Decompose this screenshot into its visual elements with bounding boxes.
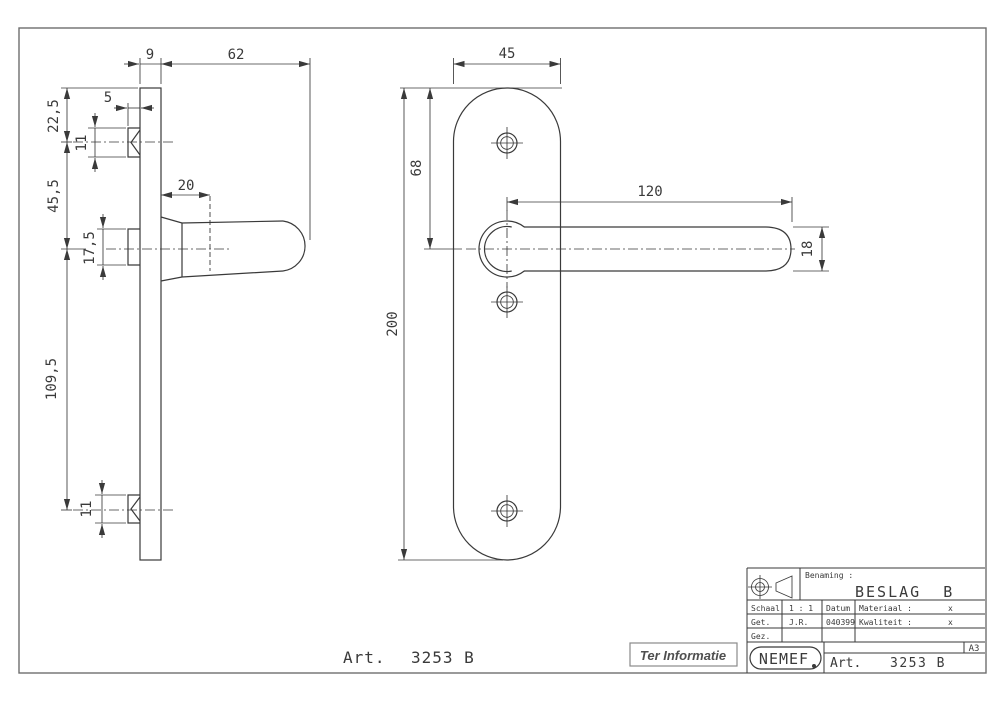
title-art-number: 3253 B (890, 656, 946, 671)
sheet-border (18, 27, 987, 674)
dim-lever-length: 120 (637, 184, 662, 200)
footer-art-label: Art. (343, 648, 386, 667)
get-label: Get. (751, 618, 770, 627)
datum-label: Datum (826, 604, 850, 613)
dim-plate-thickness: 9 (146, 47, 154, 63)
dim-plate-width: 45 (499, 46, 516, 62)
dim-top-lug-height: 11 (74, 135, 90, 152)
side-centerlines (73, 141, 232, 511)
footer-art-number: 3253 B (411, 648, 475, 667)
screw-hole-bottom (491, 495, 523, 527)
info-stamp-label: Ter Informatie (640, 648, 726, 663)
side-plate (139, 87, 162, 561)
front-view (452, 87, 795, 561)
front-centerlines (466, 210, 795, 288)
info-stamp-box (629, 642, 738, 667)
info-stamp: Ter Informatie (629, 642, 738, 667)
dim-hub-height: 17,5 (82, 231, 98, 265)
nemef-logo: NEMEF (749, 646, 822, 670)
dim-center-to-bottom-lug: 109,5 (44, 358, 60, 400)
brand-name: NEMEF (759, 650, 809, 668)
datum-value: 040399 (826, 618, 855, 627)
dim-plate-height: 200 (385, 311, 401, 336)
benaming-label: Benaming : (805, 571, 853, 580)
get-value: J.R. (789, 618, 808, 627)
dim-lever-height: 18 (800, 241, 816, 258)
projection-symbol-icon (748, 575, 793, 599)
side-handle-profile (160, 196, 306, 282)
dim-handle-length: 62 (228, 47, 245, 63)
dim-lug-depth: 5 (104, 90, 112, 106)
dim-top-to-handle-center: 68 (409, 160, 425, 177)
front-dimensions: 45 200 68 120 18 (385, 46, 829, 561)
screw-hole-top (491, 127, 523, 159)
dim-lug-to-center: 45,5 (46, 179, 62, 213)
paper-format: A3 (969, 644, 980, 654)
screw-hole-middle (491, 286, 523, 318)
materiaal-label: Materiaal : (859, 604, 912, 613)
materiaal-value: x (948, 604, 953, 613)
part-name: BESLAG B (855, 583, 954, 601)
schaal-label: Schaal (751, 604, 780, 613)
schaal-value: 1 : 1 (789, 604, 813, 613)
registered-mark-icon (812, 664, 816, 668)
kwaliteit-value: x (948, 618, 953, 627)
footer-note: Art. 3253 B (343, 648, 475, 667)
side-view (73, 87, 306, 561)
dim-neck-length: 20 (178, 178, 195, 194)
side-dimensions: 9 62 22,5 45,5 109,5 5 11 20 (44, 47, 311, 538)
side-hub-lug (127, 228, 140, 266)
title-art-label: Art. (830, 656, 861, 671)
side-bottom-lug (127, 494, 141, 524)
kwaliteit-label: Kwaliteit : (859, 618, 912, 627)
dim-bottom-lug-height: 11 (79, 501, 95, 518)
side-top-lug (127, 127, 141, 158)
gez-label: Gez. (751, 632, 770, 641)
dim-top-to-lug: 22,5 (46, 99, 62, 133)
title-block: Benaming : BESLAG B Schaal 1 : 1 Datum M… (746, 567, 985, 673)
